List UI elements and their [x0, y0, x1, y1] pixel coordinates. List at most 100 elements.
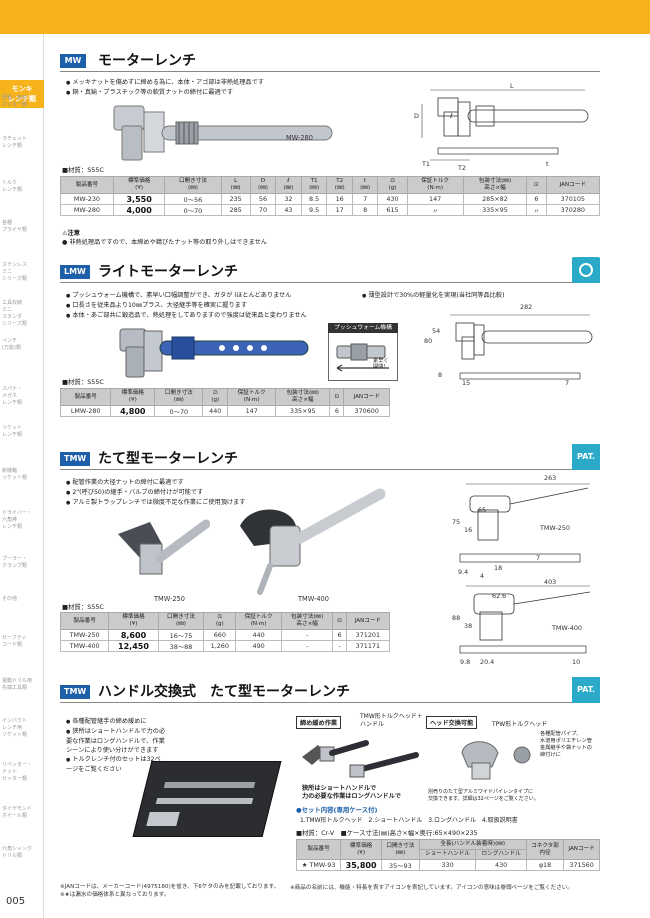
column-header: ⊡ — [526, 176, 547, 194]
column-header: T2 (㎜) — [326, 176, 353, 194]
caution-title: ⚠注意 — [62, 230, 80, 237]
dim-d-400: 9.8 — [460, 658, 471, 666]
sidebar-item[interactable]: ペンチ (万能)類 — [2, 338, 21, 351]
footer-left: ※JANコードは、メーカーコード(4975180)を省き、下6ケタのみを記載して… — [60, 884, 280, 898]
box-head-tightening: TMW形トルクヘッド＋ ハンドル — [360, 713, 423, 728]
section-header: TMW ハンドル交換式 たて型モーターレンチ PAT. — [60, 677, 600, 703]
push-worm-callout: プッシュウォーム機構 素早く 開閉！ — [328, 323, 398, 381]
sidebar-item[interactable]: ドライバー・ 六角棒 レンチ類 — [2, 510, 32, 530]
feature-list: メッキナットを傷めずに締める為に、本体・アゴ部は非熱処理品です 銅・真鍮・プラス… — [66, 78, 264, 98]
dim-label-250: TMW-250 — [540, 524, 570, 532]
sidebar-item-monkey-wrench[interactable]: モンキ レンチ類 — [0, 80, 44, 108]
feature-item: トルクレンチ付のセットは32ページをご覧ください — [66, 755, 166, 774]
column-header: ショートハンドル — [418, 849, 477, 860]
set-contents-list: 1.TMW形トルクヘッド 2.ショートハンドル 3.ロングハンドル 4.取扱説明… — [300, 817, 518, 824]
table-cell: 〃 — [406, 204, 464, 216]
section-title: ライトモーターレンチ — [98, 264, 238, 280]
sidebar-item[interactable]: ラチェット レンチ類 — [2, 136, 28, 149]
patent-badge: PAT. — [572, 444, 600, 470]
table-cell: 147 — [227, 405, 277, 417]
column-header: ⚖ (g) — [202, 388, 229, 406]
table-cell: 17 — [326, 204, 353, 216]
page-number: 005 — [6, 896, 26, 907]
dim-g-250: 7 — [536, 554, 541, 562]
sidebar-item[interactable]: 六角シャンク ドリル類 — [2, 846, 33, 859]
box-text-tightening: 狭所はショートハンドルで 力の必要な作業はロングハンドルで — [302, 785, 401, 800]
table-cell: 335×95 — [462, 204, 528, 216]
product-code-badge: LMW — [60, 265, 90, 279]
feature-item: 2"(呼び50)の継手・バルブの締付けが可能です — [66, 488, 245, 498]
table-cell: - — [280, 629, 334, 641]
table-cell: 35〜93 — [381, 859, 420, 871]
sidebar-item[interactable]: ステンレス ミニ シリーズ類 — [2, 262, 28, 282]
column-header: 標準価格 (¥) — [112, 176, 166, 194]
material-label: ■材質：S55C — [62, 378, 104, 386]
table-cell: 7 — [351, 193, 379, 205]
table-header-row: 製品番号標準価格 (¥)口開き寸法 (㎜)L (㎜)D (㎜)ℓ (㎜)T1 (… — [60, 176, 601, 194]
dim-a-250: 65 — [478, 506, 487, 514]
sidebar-item[interactable]: 新機軸 ソケット類 — [2, 468, 28, 481]
feature-item: プッシュウォーム機構で、素早い口幅調整ができ、ガタが lほとんどありません — [66, 291, 356, 301]
dim-f-400: 10 — [572, 658, 581, 666]
table-cell: - — [332, 640, 347, 652]
sidebar-item[interactable]: インパクト レンチ用 ソケット類 — [2, 718, 28, 738]
column-header: 製品番号 — [59, 612, 110, 630]
sidebar-item[interactable]: プーラー・ クランプ類 — [2, 556, 28, 569]
sidebar-item[interactable]: その他 — [2, 596, 18, 602]
section-header: MW モーターレンチ — [60, 52, 600, 72]
table-cell: 38〜88 — [157, 640, 205, 652]
table-header-row: 製品番号標準価格 (¥)口開き寸法 (㎜)全長(ハンドル装着時)(㎜)コネクタ部… — [295, 839, 600, 860]
sidebar-item[interactable]: トルク レンチ類 — [2, 180, 23, 193]
footer-icon-note: ※商品の名前には、機能・特長を表すアイコンを表記しています。アイコンの意味は巻頭… — [290, 885, 573, 891]
table-cell: TMW-400 — [59, 640, 110, 652]
material-label: ■材質：S55C — [62, 166, 104, 174]
tmw-400-image — [240, 488, 386, 595]
sidebar-item[interactable]: 各種 プライヤ類 — [2, 220, 27, 233]
sidebar-item[interactable]: リベッター・ ナット セッター類 — [2, 762, 33, 782]
column-header: コネクタ部 内径 — [525, 839, 565, 860]
dimension-drawing — [450, 314, 593, 380]
table-cell: 56 — [249, 193, 277, 205]
sidebar-item[interactable]: 配管・管材 カッター類 — [2, 95, 28, 108]
spec-table: 製品番号標準価格 (¥)口開き寸法 (㎜)⚖ (g)保証トルク (N·m)包装寸… — [59, 612, 391, 652]
dim-b: 54 — [432, 327, 441, 335]
footer-notes: ※JANコードは、メーカーコード(4975180)を省き、下6ケタのみを記載して… — [60, 883, 279, 899]
table-cell: 16〜75 — [157, 629, 205, 641]
feature-list: 各種配管継手の締め緩めに 狭所はショートハンドルで力の必要な作業はロングハンドル… — [66, 717, 166, 774]
sidebar-item[interactable]: 工具収納 ミニ スタンダ シリーズ類 — [2, 300, 27, 327]
table-cell: LMW-280 — [59, 405, 112, 417]
section-title: モーターレンチ — [98, 53, 196, 69]
sidebar-item[interactable]: 電動ドリル用 先端工具類 — [2, 678, 33, 691]
callout-title: プッシュウォーム機構 — [328, 323, 398, 333]
dim-label-T2: T2 — [458, 164, 466, 172]
dim-label-t: t — [546, 160, 549, 168]
table-cell: φ18 — [525, 859, 565, 871]
feature-item: 銅・真鍮・プラスチック等の軟質ナットの締付に最適です — [66, 88, 264, 98]
dim-c: 8 — [438, 371, 443, 379]
section-title: たて型モーターレンチ — [98, 451, 238, 467]
column-header: 包装寸法(㎜) 高さ×幅 — [275, 388, 331, 406]
dim-a-400: 62.6 — [492, 592, 507, 600]
sidebar-item[interactable]: ソケット レンチ類 — [2, 425, 23, 438]
column-header: 製品番号 — [59, 388, 112, 406]
caption-tmw-400: TMW-400 — [298, 595, 329, 603]
sidebar-item[interactable]: セーフティ コード類 — [2, 635, 27, 648]
column-header: t (㎜) — [351, 176, 379, 194]
table-cell: 8 — [351, 204, 379, 216]
table-cell: 12,450 — [108, 640, 159, 652]
tmw-250-image — [118, 519, 210, 575]
table-cell: 70 — [249, 204, 277, 216]
dim-d: 15 — [462, 379, 471, 387]
feature-item: 薄型設計で30%の軽量化を実現(当社同等品比較) — [362, 291, 504, 301]
table-cell: 32 — [275, 193, 302, 205]
column-header: ロングハンドル — [475, 849, 527, 860]
sidebar-item[interactable]: ダイヤモンド ホイール類 — [2, 806, 32, 819]
dimension-drawing-tmw-400 — [459, 585, 591, 654]
table-cell: 6 — [332, 629, 347, 641]
table-cell: 〃 — [526, 204, 547, 216]
table-cell: MW-230 — [60, 193, 114, 205]
spec-table: 製品番号標準価格 (¥)口開き寸法 (㎜)⚖ (g)保証トルク (N·m)包装寸… — [59, 388, 390, 417]
sidebar-item[interactable]: スパナ・ メガネ レンチ類 — [2, 386, 23, 406]
dim-e-400: 20.4 — [480, 658, 495, 666]
dim-label-D: D — [414, 112, 419, 120]
